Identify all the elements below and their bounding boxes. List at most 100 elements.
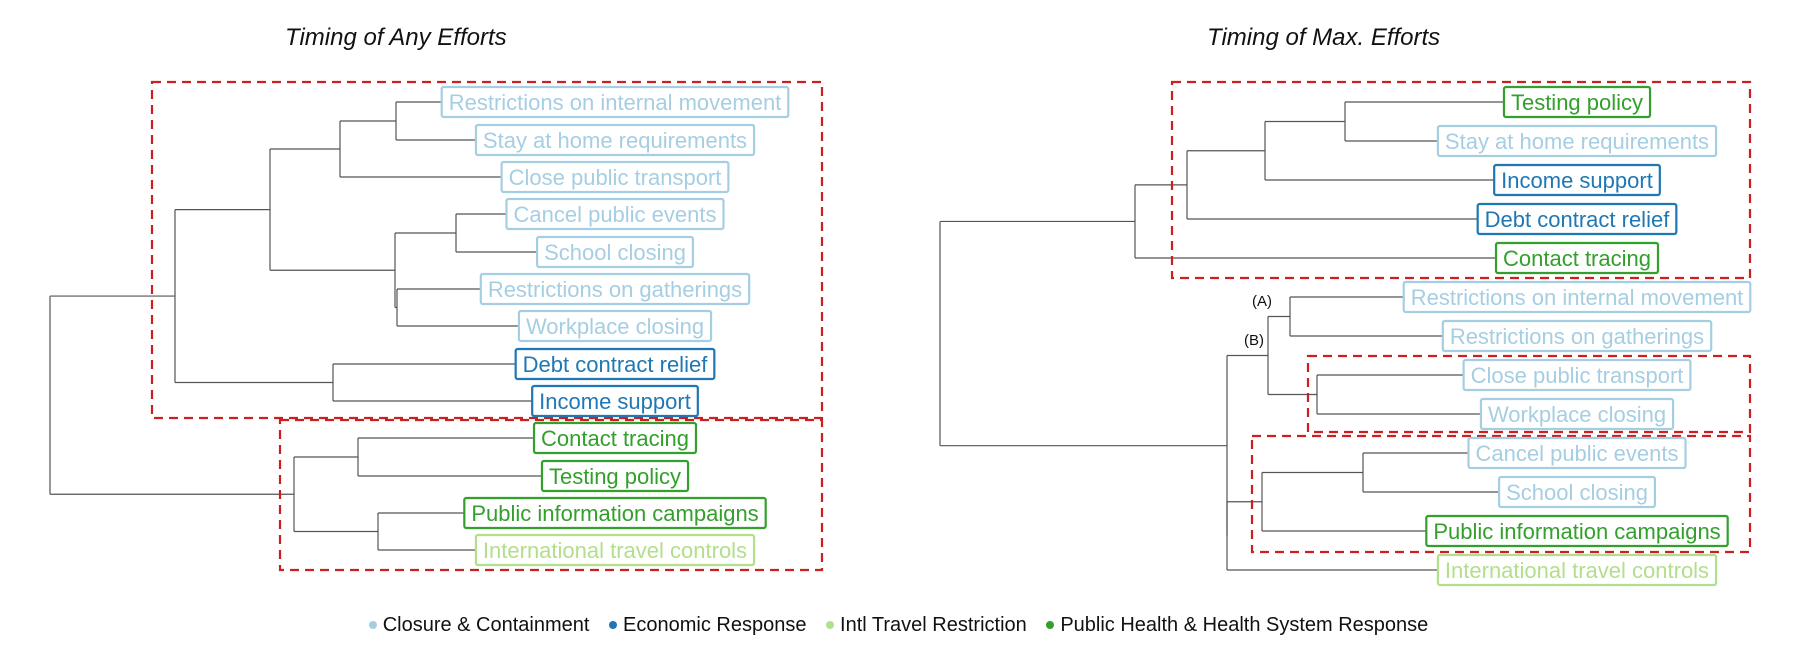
leaf-label-text: Debt contract relief	[523, 352, 709, 377]
leaf-label-contact-tracing: Contact tracing	[1494, 241, 1660, 275]
leaf-label-box	[1497, 475, 1657, 509]
leaf-label-box	[1502, 85, 1652, 119]
leaf-label-text: Stay at home requirements	[483, 128, 747, 153]
panel-title-any-efforts: Timing of Any Efforts	[285, 24, 507, 51]
leaf-label-stay-at-home-requirements: Stay at home requirements	[474, 123, 756, 157]
leaf-label-box	[532, 421, 698, 455]
leaf-label-workplace-closing: Workplace closing	[517, 309, 713, 343]
leaf-label-box	[500, 160, 730, 194]
leaf-label-box	[1436, 553, 1718, 587]
leaf-label-restrictions-on-internal-movement: Restrictions on internal movement	[440, 85, 790, 119]
leaf-label-box	[517, 309, 713, 343]
legend: Closure & Containment Economic Response …	[0, 614, 1797, 637]
leaf-label-international-travel-controls: International travel controls	[1436, 553, 1718, 587]
leaf-label-text: International travel controls	[1445, 558, 1709, 583]
leaf-label-text: Testing policy	[549, 464, 681, 489]
node-labels: (A) (B)	[1244, 293, 1272, 349]
leaf-label-text: Close public transport	[509, 165, 722, 190]
leaf-label-restrictions-on-gatherings: Restrictions on gatherings	[1441, 319, 1713, 353]
leaf-label-text: Contact tracing	[541, 426, 689, 451]
cluster-boxes	[150, 80, 1752, 572]
leaf-label-close-public-transport: Close public transport	[1462, 358, 1692, 392]
legend-label: Economic Response	[623, 614, 807, 636]
leaf-label-text: Workplace closing	[526, 314, 704, 339]
legend-label: Intl Travel Restriction	[840, 614, 1027, 636]
leaf-label-text: Testing policy	[1511, 90, 1643, 115]
leaf-label-restrictions-on-gatherings: Restrictions on gatherings	[479, 272, 751, 306]
leaf-label-box	[474, 123, 756, 157]
leaf-label-box	[440, 85, 790, 119]
leaf-label-text: Cancel public events	[1475, 441, 1678, 466]
leaf-label-public-information-campaigns: Public information campaigns	[1425, 514, 1729, 548]
leaf-label-text: School closing	[544, 240, 686, 265]
leaf-label-international-travel-controls: International travel controls	[474, 533, 756, 567]
node-label: (A)	[1252, 293, 1272, 310]
leaf-label-text: International travel controls	[483, 538, 747, 563]
leaf-label-testing-policy: Testing policy	[1502, 85, 1652, 119]
leaf-label-text: Cancel public events	[513, 202, 716, 227]
leaf-label-box	[540, 459, 690, 493]
leaf-label-text: Income support	[1501, 168, 1653, 193]
leaf-label-box	[463, 496, 767, 530]
leaf-label-contact-tracing: Contact tracing	[532, 421, 698, 455]
leaf-label-stay-at-home-requirements: Stay at home requirements	[1436, 124, 1718, 158]
leaf-label-text: Restrictions on internal movement	[1411, 285, 1744, 310]
leaf-label-box	[531, 384, 699, 418]
leaf-label-close-public-transport: Close public transport	[500, 160, 730, 194]
cluster-box	[1170, 80, 1752, 280]
node-label: (B)	[1244, 332, 1264, 349]
dendrogram-trees	[49, 101, 1567, 571]
leaf-label-text: Workplace closing	[1488, 402, 1666, 427]
leaf-label-public-information-campaigns: Public information campaigns	[463, 496, 767, 530]
leaf-label-box	[1436, 124, 1718, 158]
leaf-label-income-support: Income support	[531, 384, 699, 418]
leaf-label-box	[535, 235, 695, 269]
leaf-label-workplace-closing: Workplace closing	[1479, 397, 1675, 431]
leaf-label-debt-contract-relief: Debt contract relief	[514, 347, 716, 381]
cluster-box	[150, 80, 824, 420]
leaf-label-text: Public information campaigns	[471, 501, 758, 526]
cluster-box	[278, 418, 824, 572]
leaf-label-box	[474, 533, 756, 567]
leaf-label-school-closing: School closing	[535, 235, 695, 269]
leaf-label-box	[505, 197, 725, 231]
leaf-label-box	[1479, 397, 1675, 431]
legend-item-health: Public Health & Health System Response	[1046, 614, 1428, 637]
leaf-label-cancel-public-events: Cancel public events	[1467, 436, 1687, 470]
leaf-label-text: Restrictions on internal movement	[449, 90, 782, 115]
leaf-label-debt-contract-relief: Debt contract relief	[1476, 202, 1678, 236]
leaf-label-box	[1467, 436, 1687, 470]
leaf-label-text: Restrictions on gatherings	[1450, 324, 1704, 349]
leaf-label-text: Restrictions on gatherings	[488, 277, 742, 302]
leaf-label-text: Stay at home requirements	[1445, 129, 1709, 154]
leaf-label-box	[1402, 280, 1752, 314]
leaf-label-box	[1462, 358, 1692, 392]
panel-title-max-efforts: Timing of Max. Efforts	[1207, 24, 1441, 51]
leaf-label-text: Close public transport	[1471, 363, 1684, 388]
cluster-box	[1250, 434, 1752, 554]
legend-item-economic: Economic Response	[609, 614, 806, 637]
leaf-label-box	[1476, 202, 1678, 236]
leaf-label-school-closing: School closing	[1497, 475, 1657, 509]
leaf-label-text: Income support	[539, 389, 691, 414]
legend-dot-travel-icon	[826, 621, 835, 629]
legend-item-closure: Closure & Containment	[368, 614, 589, 637]
leaf-label-box	[514, 347, 716, 381]
leaf-label-text: Public information campaigns	[1433, 519, 1720, 544]
legend-dot-health-icon	[1046, 621, 1055, 629]
leaf-label-box	[479, 272, 751, 306]
leaf-label-box	[1493, 163, 1661, 197]
legend-label: Public Health & Health System Response	[1060, 614, 1429, 636]
cluster-box	[1306, 354, 1752, 434]
leaf-label-testing-policy: Testing policy	[540, 459, 690, 493]
leaf-label-text: Debt contract relief	[1485, 207, 1671, 232]
leaf-label-box	[1441, 319, 1713, 353]
leaf-label-text: School closing	[1506, 480, 1648, 505]
leaf-label-income-support: Income support	[1493, 163, 1661, 197]
leaf-label-text: Contact tracing	[1503, 246, 1651, 271]
leaf-label-cancel-public-events: Cancel public events	[505, 197, 725, 231]
legend-dot-economic-icon	[609, 621, 618, 629]
